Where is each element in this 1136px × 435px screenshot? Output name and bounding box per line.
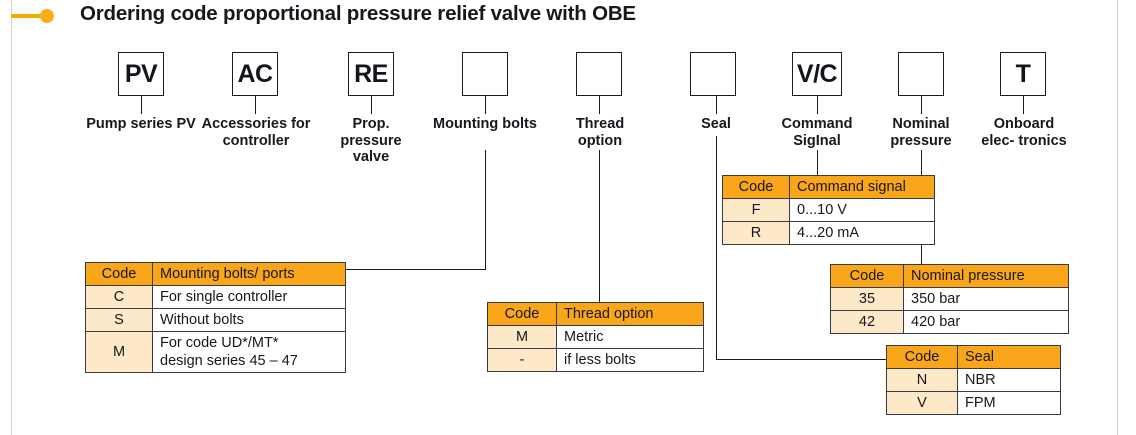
code-box-thread-option[interactable]: [576, 52, 622, 96]
caption-nominal-pressure: Nominal pressure: [890, 116, 952, 149]
cell-value: 0...10 V: [789, 198, 935, 222]
caption-command-signal: Command SigInal: [781, 116, 853, 149]
caption-seal: Seal: [701, 116, 731, 132]
code-box-accessories[interactable]: AC: [232, 52, 278, 96]
table-row: M For code UD*/MT* design series 45 – 47: [85, 331, 346, 373]
cell-code: R: [722, 221, 790, 245]
connector-seal-vertical: [716, 136, 718, 360]
cell-code: V: [886, 391, 958, 415]
cell-code: -: [487, 348, 557, 372]
stem-accessories: [255, 96, 257, 114]
cell-value: For code UD*/MT* design series 45 – 47: [152, 331, 346, 373]
table-row: 35 350 bar: [830, 287, 1069, 311]
stem-onboard-elec: [1023, 96, 1025, 114]
caption-onboard-elec: Onboard elec- tronics: [981, 116, 1067, 149]
cell-value: 350 bar: [903, 287, 1069, 311]
header-seal: Seal: [957, 345, 1061, 369]
table-header-row: Code Nominal pressure: [830, 264, 1069, 288]
code-box-seal[interactable]: [690, 52, 736, 96]
caption-pump-series: Pump series PV: [86, 116, 196, 132]
table-row: N NBR: [886, 368, 1061, 392]
table-header-row: Code Command signal: [722, 175, 935, 199]
connector-seal-horizontal: [716, 359, 887, 361]
code-box-nominal-pressure[interactable]: [898, 52, 944, 96]
header-thread-option: Thread option: [556, 302, 704, 326]
cell-code: 35: [830, 287, 904, 311]
caption-prop-valve: Prop. pressure valve: [340, 116, 402, 165]
table-row: - if less bolts: [487, 348, 704, 372]
code-box-mounting-bolts[interactable]: [462, 52, 508, 96]
table-row: M Metric: [487, 325, 704, 349]
cell-value: 4...20 mA: [789, 221, 935, 245]
caption-mounting-bolts: Mounting bolts: [433, 116, 537, 132]
header-code: Code: [886, 345, 958, 369]
code-box-onboard-elec[interactable]: T: [1000, 52, 1046, 96]
connector-mounting-bolts-vertical: [485, 150, 487, 270]
page-title: Ordering code proportional pressure reli…: [80, 2, 636, 25]
stem-seal: [716, 96, 718, 114]
header-code: Code: [722, 175, 790, 199]
connector-command-signal-vertical: [817, 150, 819, 176]
cell-value: if less bolts: [556, 348, 704, 372]
stem-mounting-bolts: [485, 96, 487, 114]
table-header-row: Code Mounting bolts/ ports: [85, 262, 346, 286]
stem-prop-valve: [371, 96, 373, 114]
cell-code: S: [85, 308, 153, 332]
header-mounting-bolts: Mounting bolts/ ports: [152, 262, 346, 286]
table-row: C For single controller: [85, 285, 346, 309]
table-thread-option: Code Thread option M Metric - if less bo…: [487, 302, 704, 372]
table-row: R 4...20 mA: [722, 221, 935, 245]
code-box-command-signal[interactable]: V/C: [792, 52, 842, 96]
table-nominal-pressure: Code Nominal pressure 35 350 bar 42 420 …: [830, 264, 1069, 334]
stem-nominal-pressure: [921, 96, 923, 114]
header-nominal-pressure: Nominal pressure: [903, 264, 1069, 288]
stem-thread-option: [599, 96, 601, 114]
cell-code: F: [722, 198, 790, 222]
table-header-row: Code Seal: [886, 345, 1061, 369]
cell-code: C: [85, 285, 153, 309]
cell-code: M: [487, 325, 557, 349]
table-seal: Code Seal N NBR V FPM: [886, 345, 1061, 415]
page-rule-right: [1117, 0, 1118, 435]
header-command-signal: Command signal: [789, 175, 935, 199]
cell-value: For single controller: [152, 285, 346, 309]
cell-code: 42: [830, 310, 904, 334]
connector-thread-option-vertical: [599, 150, 601, 302]
caption-thread-option: Thread option: [575, 116, 625, 149]
header-code: Code: [487, 302, 557, 326]
caption-accessories: Accessories for controller: [201, 116, 311, 149]
code-box-prop-valve[interactable]: RE: [348, 52, 394, 96]
cell-value: NBR: [957, 368, 1061, 392]
table-row: F 0...10 V: [722, 198, 935, 222]
table-mounting-bolts: Code Mounting bolts/ ports C For single …: [85, 262, 346, 373]
table-row: V FPM: [886, 391, 1061, 415]
header-code: Code: [830, 264, 904, 288]
code-box-pump-series[interactable]: PV: [118, 52, 164, 96]
table-row: S Without bolts: [85, 308, 346, 332]
cell-value: Metric: [556, 325, 704, 349]
header-code: Code: [85, 262, 153, 286]
cell-code: N: [886, 368, 958, 392]
table-header-row: Code Thread option: [487, 302, 704, 326]
connector-mounting-bolts-horizontal: [327, 269, 486, 271]
page-rule-left: [11, 0, 12, 435]
cell-value: Without bolts: [152, 308, 346, 332]
cell-code: M: [85, 331, 153, 373]
table-command-signal: Code Command signal F 0...10 V R 4...20 …: [722, 175, 935, 245]
stem-command-signal: [817, 96, 819, 114]
heading-bullet-line: [11, 14, 47, 18]
cell-value: 420 bar: [903, 310, 1069, 334]
table-row: 42 420 bar: [830, 310, 1069, 334]
stem-pump-series: [141, 96, 143, 114]
heading-bullet-dot: [40, 9, 54, 23]
cell-value: FPM: [957, 391, 1061, 415]
